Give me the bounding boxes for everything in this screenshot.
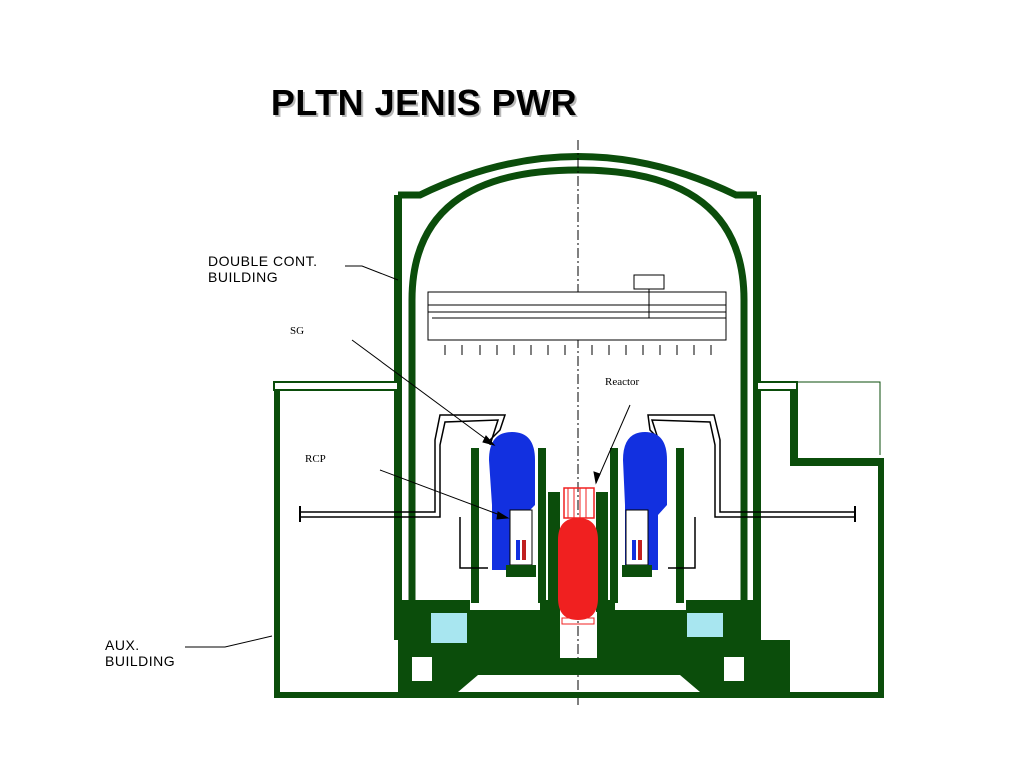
piping <box>299 414 856 569</box>
page-title: PLTN JENIS PWR <box>0 82 1024 124</box>
water-pools <box>429 611 725 645</box>
label-reactor: Reactor <box>605 376 640 388</box>
inner-containment <box>408 166 748 640</box>
label-aux-line1: AUX. <box>105 637 140 653</box>
title-text: PLTN JENIS PWR <box>270 82 578 123</box>
leader-lines <box>185 265 631 648</box>
reactor-vessel <box>558 487 598 625</box>
label-rcp: RCP <box>305 453 326 465</box>
label-double-cont-line2: BUILDING <box>208 269 278 285</box>
polar-crane <box>427 274 727 355</box>
aux-building-right <box>756 381 884 696</box>
outer-dome <box>394 153 761 640</box>
rcp-left <box>506 509 536 577</box>
label-double-cont-line1: DOUBLE CONT. <box>208 253 317 269</box>
label-aux-line2: BUILDING <box>105 653 175 669</box>
shield-walls <box>471 448 684 612</box>
aux-building-left <box>273 381 884 698</box>
rcp-right <box>622 509 652 577</box>
label-sg: SG <box>290 325 304 337</box>
